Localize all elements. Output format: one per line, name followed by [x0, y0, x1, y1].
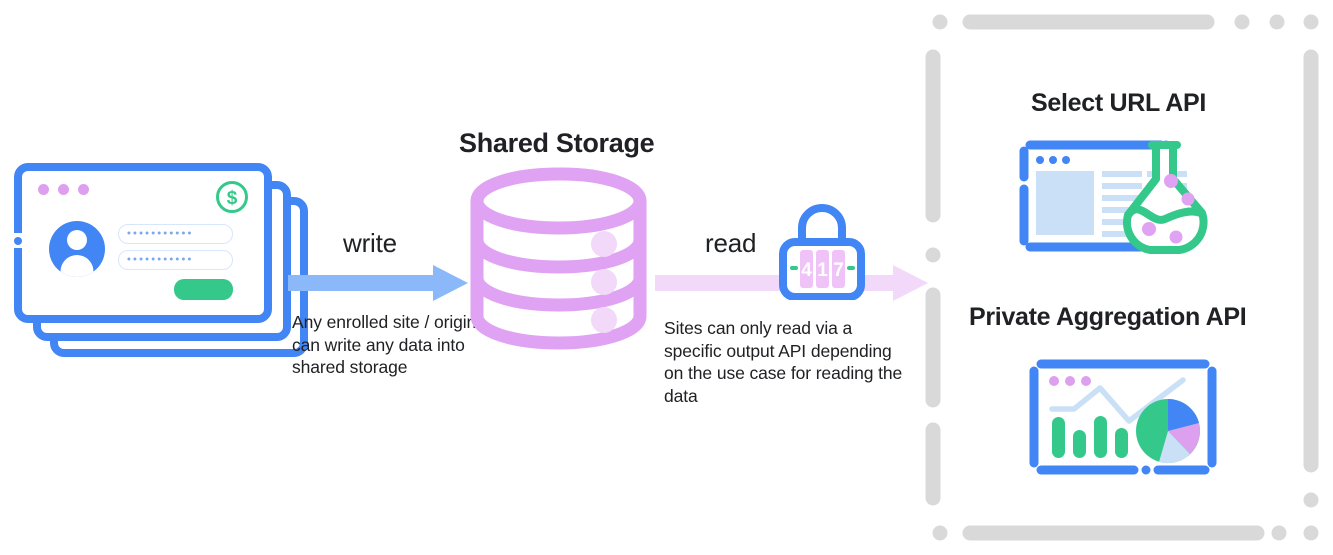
svg-text:1: 1	[817, 260, 828, 281]
username-field-value: •••••••••••	[127, 227, 194, 240]
svg-text:7: 7	[833, 260, 844, 281]
browser-window-with-charts-icon	[1028, 358, 1218, 480]
window-edge-dot	[14, 237, 22, 245]
window-traffic-dots	[38, 184, 89, 195]
combination-padlock-icon: 4 1 7	[778, 200, 866, 301]
dollar-icon: $	[214, 179, 250, 215]
panel-dashed-border	[925, 14, 1319, 541]
browser-window-with-flask-icon	[1016, 137, 1231, 255]
select-url-api-label: Select URL API	[1031, 89, 1207, 117]
browser-window-front: $ ••••••••••• •••••••••••	[13, 163, 272, 323]
password-field[interactable]: •••••••••••	[118, 250, 233, 270]
database-cylinder-icon	[466, 166, 651, 351]
submit-button[interactable]	[174, 279, 233, 300]
svg-text:4: 4	[801, 260, 812, 281]
write-arrow-label: write	[343, 228, 397, 258]
username-field[interactable]: •••••••••••	[118, 224, 233, 244]
svg-text:$: $	[227, 188, 238, 209]
stacked-browser-windows: $ ••••••••••• •••••••••••	[13, 163, 314, 363]
read-description: Sites can only read via a specific outpu…	[664, 318, 903, 406]
shared-storage-title: Shared Storage	[459, 128, 655, 158]
password-field-value: •••••••••••	[127, 253, 194, 266]
window-dot-3	[78, 184, 89, 195]
avatar	[49, 221, 105, 277]
write-description: Any enrolled site / origin can write any…	[292, 312, 477, 377]
output-apis-panel	[922, 10, 1322, 545]
window-dot-2	[58, 184, 69, 195]
read-arrow-label: read	[705, 228, 757, 258]
lock-dials	[800, 250, 845, 288]
window-dot-1	[38, 184, 49, 195]
private-aggregation-api-label: Private Aggregation API	[969, 303, 1247, 331]
avatar-head	[67, 230, 87, 250]
write-arrow-icon	[288, 263, 470, 308]
avatar-body	[60, 255, 94, 277]
